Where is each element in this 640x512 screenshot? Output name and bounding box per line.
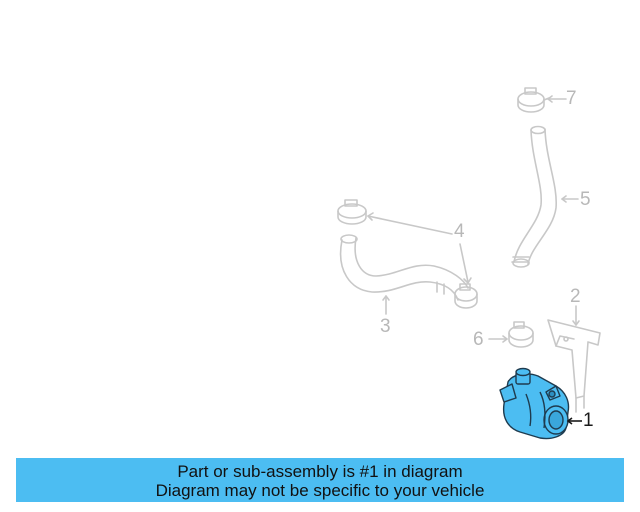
arrow-4b [463, 277, 472, 284]
banner-line-disclaimer: Diagram may not be specific to your vehi… [155, 481, 485, 500]
leader-4b [459, 243, 469, 283]
part-3-hose [339, 234, 469, 301]
arrow-6 [502, 335, 508, 343]
arrow-1 [566, 417, 573, 425]
callout-6: 6 [473, 329, 484, 350]
arrow-4a [367, 212, 374, 221]
callout-2: 2 [570, 286, 581, 307]
part-2-bracket [547, 319, 601, 413]
part-5-hose [511, 125, 558, 268]
part-4-clamp-b [454, 283, 478, 309]
banner-line-part-number: Part or sub-assembly is #1 in diagram [177, 462, 463, 481]
arrow-3 [382, 295, 390, 301]
part-1-water-pump [499, 367, 570, 440]
callout-5: 5 [580, 189, 591, 210]
diagram-notice-banner: Part or sub-assembly is #1 in diagram Di… [16, 458, 624, 502]
callout-3: 3 [380, 316, 391, 337]
arrow-7 [547, 95, 553, 103]
part-4-clamp-a [337, 199, 367, 225]
leader-4a [367, 215, 453, 235]
part-6-clamp [508, 321, 534, 348]
callout-7: 7 [566, 88, 577, 109]
arrow-5 [561, 195, 567, 203]
part-7-clamp [517, 87, 550, 113]
arrow-2 [572, 320, 580, 326]
callout-4: 4 [454, 221, 465, 242]
callout-1: 1 [583, 410, 594, 431]
